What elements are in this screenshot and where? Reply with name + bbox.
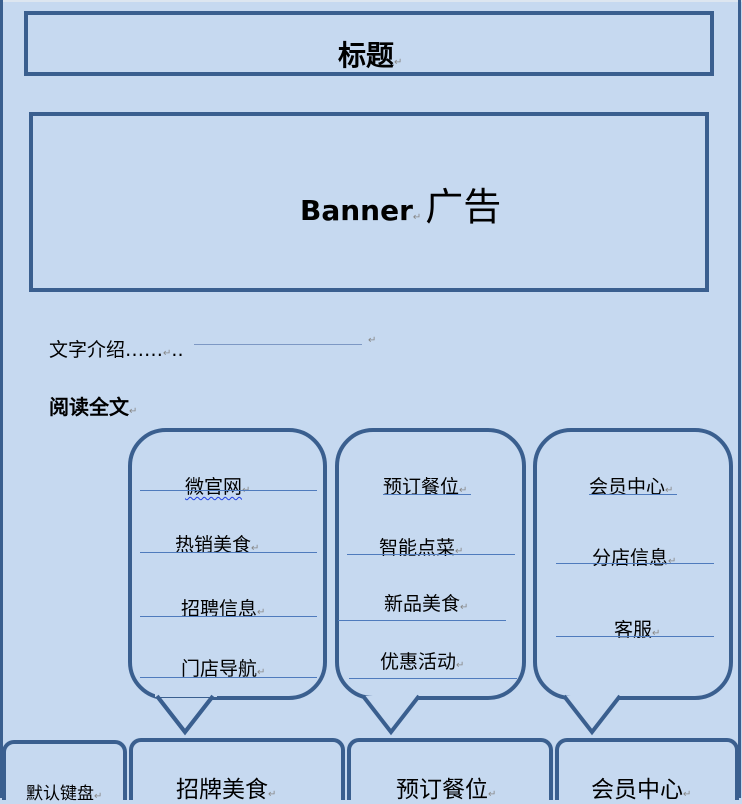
menu-item-promotions[interactable]: 优惠活动↵	[380, 651, 465, 673]
paragraph-mark: ↵	[368, 335, 377, 346]
menu-item-store-nav[interactable]: 门店导航↵	[181, 658, 266, 680]
menu-item-recruitment[interactable]: 招聘信息↵	[181, 598, 266, 620]
bubble-tail-edge	[155, 694, 215, 736]
divider	[140, 552, 317, 553]
divider	[338, 620, 506, 621]
intro-text: 文字介绍……↵..	[49, 339, 184, 361]
submenu-bubble-reservation	[335, 428, 526, 700]
frame-left-border	[0, 0, 3, 798]
divider	[556, 563, 714, 564]
divider	[556, 636, 714, 637]
menu-item-new-food[interactable]: 新品美食↵	[384, 593, 469, 615]
tab-label: 招牌美食↵	[176, 777, 277, 803]
divider	[140, 677, 317, 678]
divider	[589, 494, 677, 495]
menu-item-branch-info[interactable]: 分店信息↵	[592, 547, 677, 569]
tab-member-center[interactable]: 会员中心↵	[555, 738, 739, 803]
divider	[140, 490, 317, 491]
frame-right-border	[738, 0, 741, 798]
title-box	[24, 11, 714, 76]
tab-label: 会员中心↵	[591, 777, 692, 803]
banner-label: Banner↵广告	[300, 185, 502, 229]
menu-item-smart-order[interactable]: 智能点菜↵	[379, 537, 464, 559]
submenu-bubble-featured	[128, 428, 327, 700]
tab-reserve-table[interactable]: 预订餐位↵	[347, 738, 553, 803]
page-title: 标题↵	[338, 39, 403, 72]
divider	[347, 554, 515, 555]
menu-item-micro-site[interactable]: 微官网↵	[185, 476, 250, 498]
menu-item-customer-service[interactable]: 客服↵	[614, 619, 661, 641]
tab-label: 预订餐位↵	[396, 777, 497, 803]
bubble-tail	[361, 694, 421, 736]
top-edge	[0, 0, 742, 2]
keyboard-toggle-tab[interactable]: 默认键盘↵	[2, 740, 127, 804]
divider	[140, 616, 317, 617]
tab-signature-food[interactable]: 招牌美食↵	[129, 738, 345, 803]
intro-placeholder-line	[194, 344, 362, 345]
menu-item-hot-food[interactable]: 热销美食↵	[175, 534, 260, 556]
read-more-link[interactable]: 阅读全文↵	[49, 395, 138, 419]
bubble-tail	[562, 694, 622, 736]
menu-item-member-center[interactable]: 会员中心↵	[589, 476, 674, 498]
submenu-bubble-member	[533, 428, 733, 700]
keyboard-label: 默认键盘↵	[26, 784, 103, 804]
banner-ad[interactable]	[29, 112, 709, 292]
divider	[349, 678, 517, 679]
menu-item-reserve-table[interactable]: 预订餐位↵	[383, 476, 468, 498]
divider	[383, 494, 471, 495]
